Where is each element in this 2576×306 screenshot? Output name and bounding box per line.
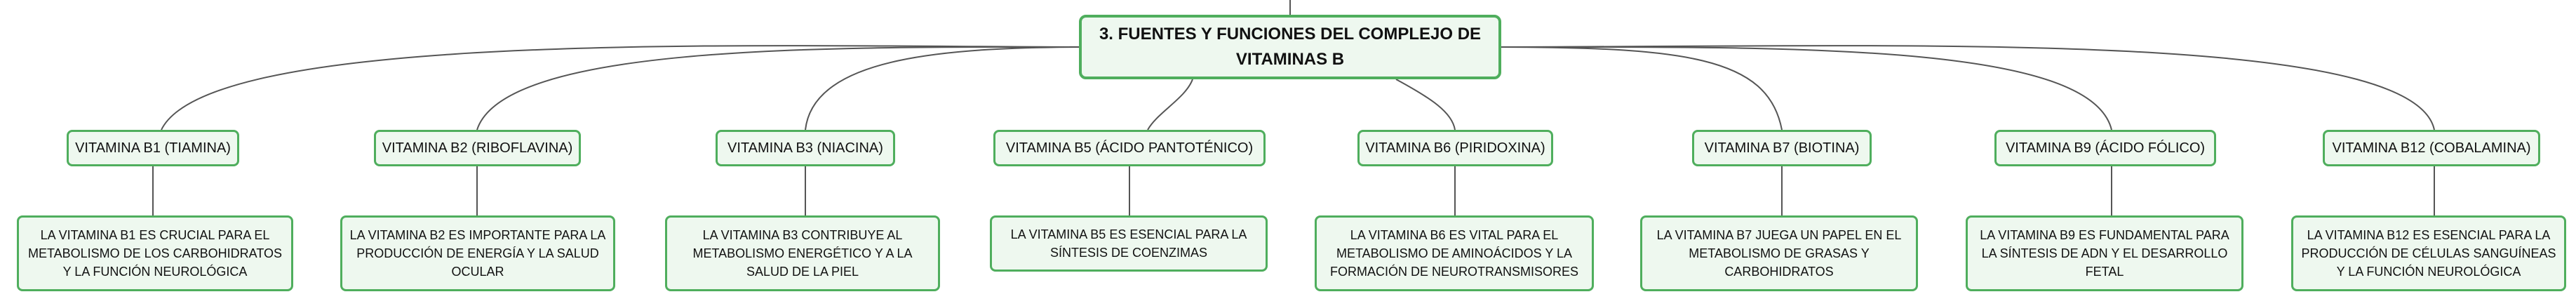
vitamin-node-b7[interactable]: VITAMINA B7 (BIOTINA)	[1692, 130, 1872, 166]
root-node-label: 3. FUENTES Y FUNCIONES DEL COMPLEJO DE V…	[1099, 25, 1482, 69]
root-node[interactable]: 3. FUENTES Y FUNCIONES DEL COMPLEJO DE V…	[1079, 15, 1501, 79]
vitamin-node-b9[interactable]: VITAMINA B9 (ÁCIDO FÓLICO)	[1994, 130, 2216, 166]
description-node-b6[interactable]: LA VITAMINA B6 ES VITAL PARA EL METABOLI…	[1315, 215, 1594, 291]
description-node-b3[interactable]: LA VITAMINA B3 CONTRIBUYE AL METABOLISMO…	[665, 215, 940, 291]
connector-b9	[1487, 46, 2112, 131]
vitamin-node-label: VITAMINA B1 (TIAMINA)	[75, 140, 231, 156]
vitamin-node-b3[interactable]: VITAMINA B3 (NIACINA)	[716, 130, 895, 166]
description-node-b1[interactable]: LA VITAMINA B1 ES CRUCIAL PARA EL METABO…	[17, 215, 293, 291]
connector-b1	[161, 45, 1095, 131]
connector-b6	[1395, 79, 1456, 131]
description-node-b5[interactable]: LA VITAMINA B5 ES ESENCIAL PARA LA SÍNTE…	[990, 215, 1268, 272]
description-text: LA VITAMINA B9 ES FUNDAMENTAL PARA LA SÍ…	[1980, 228, 2229, 279]
vitamin-node-label: VITAMINA B7 (BIOTINA)	[1704, 140, 1860, 156]
description-text: LA VITAMINA B5 ES ESENCIAL PARA LA SÍNTE…	[1010, 227, 1247, 260]
connector-b7	[1487, 46, 1783, 131]
connector-b12	[1487, 45, 2435, 131]
description-node-b2[interactable]: LA VITAMINA B2 ES IMPORTANTE PARA LA PRO…	[340, 215, 615, 291]
vitamin-node-b2[interactable]: VITAMINA B2 (RIBOFLAVINA)	[374, 130, 581, 166]
vitamin-node-label: VITAMINA B2 (RIBOFLAVINA)	[382, 140, 573, 156]
connector-b3	[805, 46, 1095, 131]
connector-b2	[476, 46, 1095, 131]
vitamin-node-b12[interactable]: VITAMINA B12 (COBALAMINA)	[2323, 130, 2540, 166]
description-text: LA VITAMINA B12 ES ESENCIAL PARA LA PROD…	[2301, 228, 2556, 279]
connector-b5	[1147, 79, 1193, 131]
description-text: LA VITAMINA B2 ES IMPORTANTE PARA LA PRO…	[349, 228, 606, 279]
vitamin-node-b5[interactable]: VITAMINA B5 (ÁCIDO PANTOTÉNICO)	[993, 130, 1266, 166]
description-text: LA VITAMINA B3 CONTRIBUYE AL METABOLISMO…	[692, 228, 913, 279]
vitamin-node-label: VITAMINA B12 (COBALAMINA)	[2332, 140, 2531, 156]
vitamin-node-label: VITAMINA B5 (ÁCIDO PANTOTÉNICO)	[1005, 140, 1254, 156]
vitamin-node-label: VITAMINA B3 (NIACINA)	[727, 140, 883, 156]
vitamin-node-b6[interactable]: VITAMINA B6 (PIRIDOXINA)	[1357, 130, 1553, 166]
description-node-b9[interactable]: LA VITAMINA B9 ES FUNDAMENTAL PARA LA SÍ…	[1966, 215, 2243, 291]
description-text: LA VITAMINA B6 ES VITAL PARA EL METABOLI…	[1329, 228, 1579, 279]
description-text: LA VITAMINA B7 JUEGA UN PAPEL EN EL META…	[1656, 228, 1902, 279]
vitamin-node-label: VITAMINA B6 (PIRIDOXINA)	[1365, 140, 1545, 156]
description-node-b7[interactable]: LA VITAMINA B7 JUEGA UN PAPEL EN EL META…	[1640, 215, 1918, 291]
vitamin-node-label: VITAMINA B9 (ÁCIDO FÓLICO)	[2005, 140, 2206, 156]
description-node-b12[interactable]: LA VITAMINA B12 ES ESENCIAL PARA LA PROD…	[2291, 215, 2566, 291]
vitamin-node-b1[interactable]: VITAMINA B1 (TIAMINA)	[67, 130, 239, 166]
description-text: LA VITAMINA B1 ES CRUCIAL PARA EL METABO…	[27, 228, 283, 279]
